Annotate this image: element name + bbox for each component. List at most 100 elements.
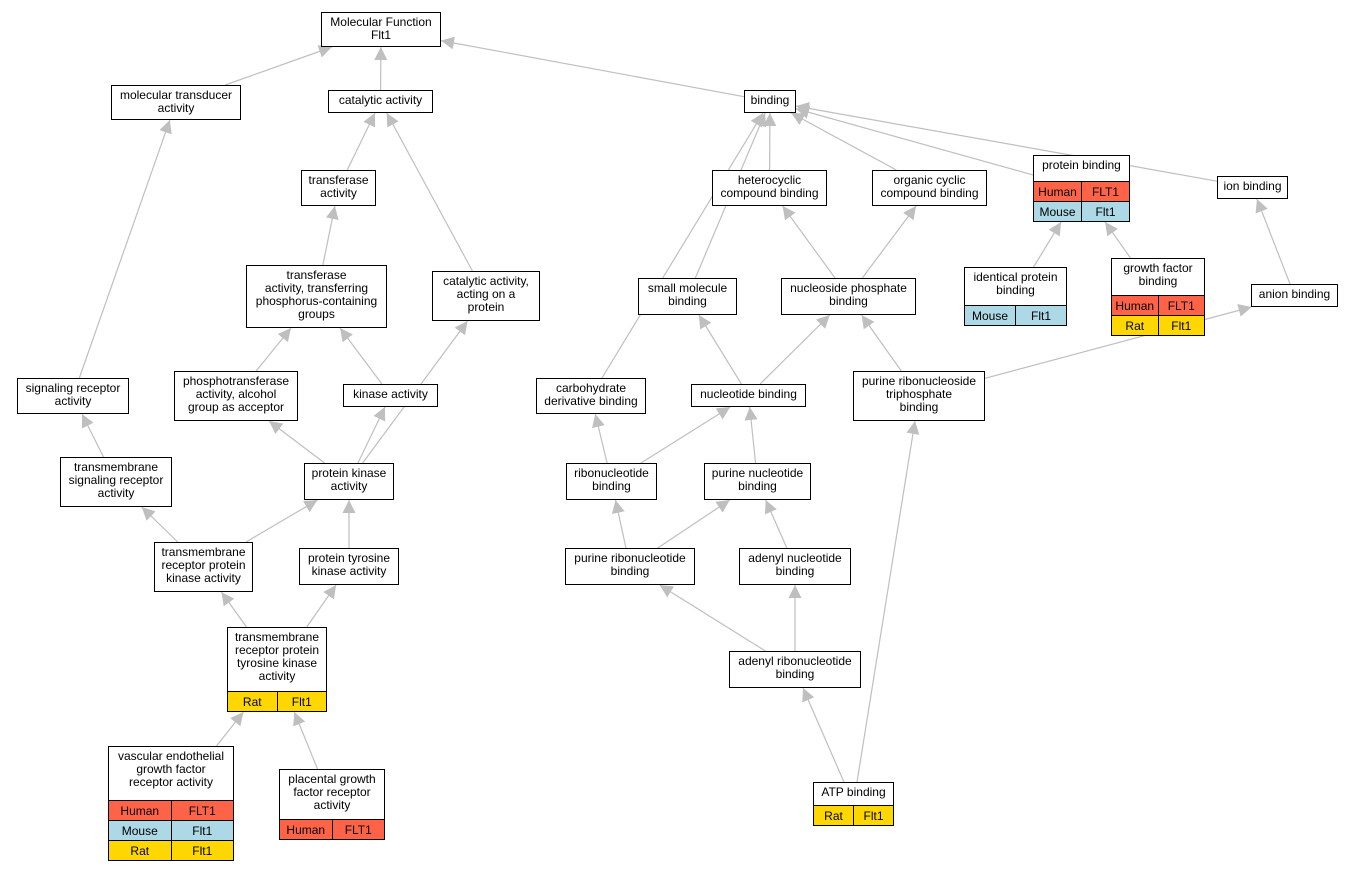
edge-atp-to-prtb xyxy=(856,420,920,783)
species-name: Human xyxy=(109,800,171,821)
go-term-pnb[interactable]: purine nucleotide binding xyxy=(704,463,811,500)
go-term-nb[interactable]: nucleotide binding xyxy=(691,384,806,407)
go-term-trptka[interactable]: transmembrane receptor protein tyrosine … xyxy=(227,627,327,712)
gene-symbol: Flt1 xyxy=(170,840,233,860)
species-name: Rat xyxy=(1112,315,1158,335)
edge-prnb-to-pnb xyxy=(657,499,731,549)
go-term-label: molecular transducer activity xyxy=(119,88,233,115)
go-term-mf[interactable]: Molecular Function Flt1 xyxy=(321,12,441,47)
edge-rnb-to-nb xyxy=(640,406,731,464)
go-term-arnb[interactable]: adenyl ribonucleotide binding xyxy=(729,651,861,688)
go-term-label: ion binding xyxy=(1223,179,1282,193)
edge-sra-to-mt xyxy=(78,119,172,379)
go-term-ocb[interactable]: organic cyclic compound binding xyxy=(872,170,987,206)
edge-pb-to-bind xyxy=(795,105,1034,176)
gene-symbol: Flt1 xyxy=(276,691,326,711)
go-term-vegf[interactable]: vascular endothelial growth factor recep… xyxy=(108,746,234,861)
go-term-label: transmembrane receptor protein tyrosine … xyxy=(234,630,320,683)
go-term-label: vascular endothelial growth factor recep… xyxy=(117,749,225,789)
gene-symbol: FLT1 xyxy=(331,819,384,839)
go-term-tatp[interactable]: transferase activity, transferring phosp… xyxy=(246,265,387,328)
edge-anb-to-pnb xyxy=(764,499,788,549)
edge-ta-to-ca xyxy=(346,112,376,171)
edge-ib-to-bind xyxy=(795,102,1218,182)
go-term-bind[interactable]: binding xyxy=(744,90,796,113)
edge-pka-to-ka xyxy=(357,406,386,464)
go-term-sra[interactable]: signaling receptor activity xyxy=(17,378,129,414)
species-name: Human xyxy=(280,819,332,839)
go-term-anb[interactable]: adenyl nucleotide binding xyxy=(739,548,851,585)
go-term-label: protein tyrosine kinase activity xyxy=(307,551,391,578)
edge-ab-to-ib xyxy=(1255,198,1291,285)
go-term-npb[interactable]: nucleoside phosphate binding xyxy=(781,278,916,315)
edge-ocb-to-bind xyxy=(790,112,897,171)
edge-tsra-to-sra xyxy=(81,413,105,458)
go-term-rnb[interactable]: ribonucleotide binding xyxy=(566,463,657,500)
go-term-prtb[interactable]: purine ribonucleoside triphosphate bindi… xyxy=(853,371,985,421)
go-term-smb[interactable]: small molecule binding xyxy=(638,278,737,315)
edge-prnb-to-rnb xyxy=(611,499,627,549)
go-term-label: nucleotide binding xyxy=(700,387,797,401)
gene-symbol: Flt1 xyxy=(170,820,233,841)
edge-rnb-to-cdb xyxy=(592,413,608,464)
edge-npb-to-hcb xyxy=(782,205,836,279)
go-term-label: purine nucleotide binding xyxy=(711,466,804,493)
edge-pka-to-pta xyxy=(268,420,325,464)
go-term-label: adenyl nucleotide binding xyxy=(748,551,842,578)
go-term-label: growth factor binding xyxy=(1123,261,1193,288)
species-name: Mouse xyxy=(1034,201,1082,221)
edge-npb-to-ocb xyxy=(861,205,917,279)
go-term-mt[interactable]: molecular transducer activity xyxy=(111,85,241,120)
go-term-ptka[interactable]: protein tyrosine kinase activity xyxy=(299,548,399,585)
go-term-tsra[interactable]: transmembrane signaling receptor activit… xyxy=(60,457,172,507)
edge-prtb-to-ab xyxy=(984,304,1252,379)
go-term-cap[interactable]: catalytic activity, acting on a protein xyxy=(432,271,540,321)
gene-symbol: FLT1 xyxy=(1081,181,1129,202)
go-term-label: nucleoside phosphate binding xyxy=(790,281,907,308)
go-term-label: ATP binding xyxy=(821,785,886,799)
species-name: Mouse xyxy=(109,820,171,841)
go-term-pgf[interactable]: placental growth factor receptor activit… xyxy=(279,769,385,840)
go-term-cdb[interactable]: carbohydrate derivative binding xyxy=(536,378,646,414)
go-term-label: protein kinase activity xyxy=(311,466,387,493)
edge-trptka-to-ptka xyxy=(306,584,337,628)
go-term-label: carbohydrate derivative binding xyxy=(544,381,638,408)
go-term-label: transferase activity, transferring phosp… xyxy=(255,268,378,321)
gene-symbol: Flt1 xyxy=(1157,315,1204,335)
go-term-label: transmembrane receptor protein kinase ac… xyxy=(161,545,246,585)
edge-prtb-to-npb xyxy=(861,314,902,372)
go-term-hcb[interactable]: heterocyclic compound binding xyxy=(712,170,827,206)
species-name: Human xyxy=(1112,295,1158,316)
edge-gfb-to-pb xyxy=(1104,221,1131,259)
species-name: Rat xyxy=(228,691,277,711)
go-term-pta[interactable]: phosphotransferase activity, alcohol gro… xyxy=(174,371,298,421)
go-term-pka[interactable]: protein kinase activity xyxy=(304,463,394,500)
edge-pgf-to-trptka xyxy=(293,711,319,770)
go-term-label: binding xyxy=(750,93,790,107)
go-term-ta[interactable]: transferase activity xyxy=(301,170,376,206)
go-term-prnb[interactable]: purine ribonucleotide binding xyxy=(565,548,695,585)
go-term-ab[interactable]: anion binding xyxy=(1251,284,1338,307)
edge-tatp-to-ta xyxy=(322,205,339,266)
go-term-label: protein binding xyxy=(1042,158,1121,172)
go-term-label: catalytic activity, acting on a protein xyxy=(443,274,529,314)
go-term-ka[interactable]: kinase activity xyxy=(343,384,438,407)
gene-symbol: Flt1 xyxy=(1015,305,1066,325)
go-term-trpka[interactable]: transmembrane receptor protein kinase ac… xyxy=(154,542,253,592)
go-term-ib[interactable]: ion binding xyxy=(1217,176,1288,199)
edge-vegf-to-trptka xyxy=(216,711,244,747)
go-term-ca[interactable]: catalytic activity xyxy=(328,90,433,113)
